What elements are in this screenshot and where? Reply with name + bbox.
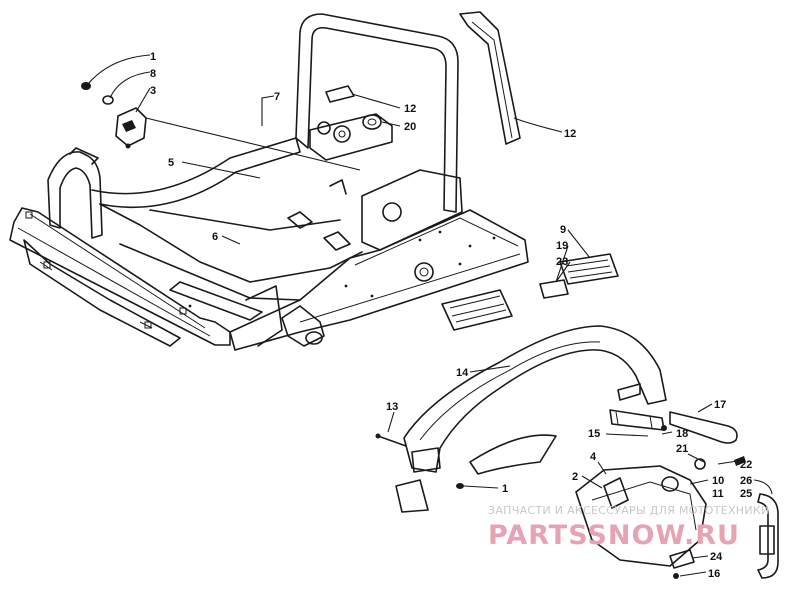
leader-lines bbox=[87, 54, 773, 577]
callout-9: 9 bbox=[560, 224, 566, 236]
callout-4: 4 bbox=[590, 451, 597, 463]
callout-1-lower: 1 bbox=[502, 483, 508, 495]
callout-26: 26 bbox=[740, 475, 752, 487]
callout-23: 23 bbox=[556, 256, 568, 268]
callout-8: 8 bbox=[150, 68, 156, 80]
callout-6: 6 bbox=[212, 231, 218, 243]
side-panel-holes bbox=[188, 230, 496, 308]
callout-15: 15 bbox=[588, 428, 600, 440]
hardware-top-left bbox=[81, 82, 361, 171]
chassis-frame bbox=[9, 13, 529, 351]
callout-2: 2 bbox=[572, 471, 578, 483]
watermark: ЗАПЧАСТИ И АКСЕССУАРЫ ДЛЯ МОТОТЕХНИКИ PA… bbox=[488, 504, 770, 551]
snow-flap bbox=[403, 325, 667, 475]
callout-10: 10 bbox=[712, 475, 724, 487]
callout-labels: 1 8 3 7 5 6 12 20 12 9 19 23 14 13 1 17 … bbox=[150, 51, 752, 580]
watermark-brand: PARTSSNOW.RU bbox=[488, 520, 740, 551]
callout-25: 25 bbox=[740, 488, 752, 500]
callout-14: 14 bbox=[456, 367, 469, 379]
callout-21: 21 bbox=[676, 443, 688, 455]
callout-7: 7 bbox=[274, 91, 280, 103]
callout-12-right: 12 bbox=[564, 128, 576, 140]
watermark-subtitle: ЗАПЧАСТИ И АКСЕССУАРЫ ДЛЯ МОТОТЕХНИКИ bbox=[488, 504, 770, 517]
callout-12-upper: 12 bbox=[404, 103, 416, 115]
callout-3: 3 bbox=[150, 85, 156, 97]
callout-1: 1 bbox=[150, 51, 156, 63]
callout-5: 5 bbox=[168, 157, 174, 169]
callout-16: 16 bbox=[708, 568, 720, 580]
hitch-assembly bbox=[375, 409, 779, 579]
callout-19: 19 bbox=[556, 240, 568, 252]
loose-parts-top bbox=[325, 11, 521, 145]
callout-22: 22 bbox=[740, 459, 752, 471]
callout-24: 24 bbox=[710, 551, 723, 563]
callout-11: 11 bbox=[712, 488, 724, 500]
callout-20: 20 bbox=[404, 121, 416, 133]
callout-17: 17 bbox=[714, 399, 726, 411]
decals bbox=[441, 253, 619, 331]
callout-13: 13 bbox=[386, 401, 398, 413]
callout-18: 18 bbox=[676, 428, 688, 440]
